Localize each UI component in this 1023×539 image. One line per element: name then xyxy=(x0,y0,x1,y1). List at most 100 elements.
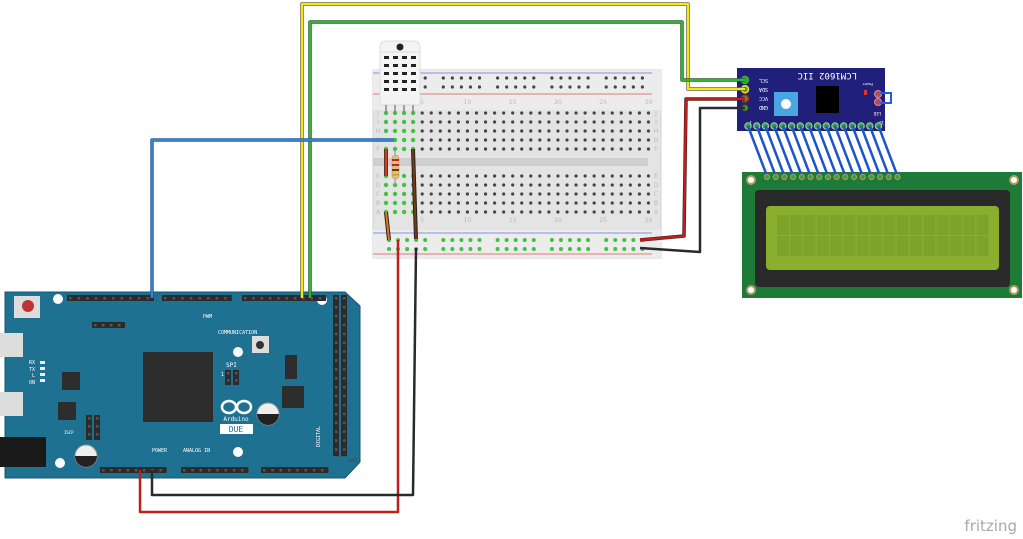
header-pin[interactable] xyxy=(343,305,346,309)
breadboard-hole[interactable] xyxy=(438,174,442,178)
breadboard-hole[interactable] xyxy=(493,129,497,133)
breadboard-hole[interactable] xyxy=(529,210,533,214)
breadboard-hole[interactable] xyxy=(465,183,470,187)
rail-hole[interactable] xyxy=(441,238,446,242)
breadboard-hole[interactable] xyxy=(637,129,642,133)
breadboard-hole[interactable] xyxy=(438,138,442,142)
header-pin[interactable] xyxy=(343,430,346,434)
rail-hole[interactable] xyxy=(559,76,563,80)
breadboard-hole[interactable] xyxy=(465,111,470,115)
breadboard-hole[interactable] xyxy=(493,174,497,178)
breadboard-hole[interactable] xyxy=(520,201,524,205)
breadboard-hole[interactable] xyxy=(646,138,651,142)
rail-hole[interactable] xyxy=(631,76,635,80)
breadboard-hole[interactable] xyxy=(410,137,416,143)
breadboard-hole[interactable] xyxy=(483,147,488,151)
breadboard-hole[interactable] xyxy=(438,210,442,214)
breadboard-hole[interactable] xyxy=(429,111,433,115)
breadboard-hole[interactable] xyxy=(483,201,488,205)
rail-hole[interactable] xyxy=(586,247,591,251)
breadboard-hole[interactable] xyxy=(420,111,424,115)
rail-hole[interactable] xyxy=(513,238,518,242)
breadboard-hole[interactable] xyxy=(456,201,460,205)
header-pin[interactable] xyxy=(335,430,338,434)
breadboard-hole[interactable] xyxy=(520,138,524,142)
breadboard-hole[interactable] xyxy=(420,192,424,196)
header-pin[interactable] xyxy=(343,332,346,336)
breadboard-hole[interactable] xyxy=(420,174,424,178)
header-pin[interactable] xyxy=(343,314,346,318)
header-pin[interactable] xyxy=(216,469,219,472)
breadboard-hole[interactable] xyxy=(447,147,451,151)
breadboard-hole[interactable] xyxy=(483,183,488,187)
lcd-connection-wire[interactable] xyxy=(755,125,777,177)
breadboard-hole[interactable] xyxy=(583,192,587,196)
rail-hole[interactable] xyxy=(577,247,582,251)
breadboard-hole[interactable] xyxy=(520,192,524,196)
header-pin[interactable] xyxy=(335,386,338,389)
breadboard-hole[interactable] xyxy=(610,120,614,124)
breadboard-hole[interactable] xyxy=(601,120,605,124)
breadboard-hole[interactable] xyxy=(529,174,533,178)
breadboard-hole[interactable] xyxy=(547,129,551,133)
lcd-connection-wire[interactable] xyxy=(842,125,864,177)
breadboard-hole[interactable] xyxy=(438,129,442,133)
breadboard-hole[interactable] xyxy=(574,192,578,196)
breadboard-hole[interactable] xyxy=(447,210,451,214)
breadboard-hole[interactable] xyxy=(646,120,651,124)
breadboard-hole[interactable] xyxy=(493,183,497,187)
breadboard-hole[interactable] xyxy=(420,201,424,205)
header-pin[interactable] xyxy=(279,469,283,472)
lcd-pin[interactable] xyxy=(824,173,832,181)
breadboard-hole[interactable] xyxy=(619,120,623,124)
wire-gnd[interactable] xyxy=(150,247,418,497)
rail-hole[interactable] xyxy=(450,85,454,89)
lcd-pin[interactable] xyxy=(850,173,858,181)
breadboard-hole[interactable] xyxy=(538,129,542,133)
rail-hole[interactable] xyxy=(450,238,455,242)
breadboard-hole[interactable] xyxy=(474,129,479,133)
breadboard-hole[interactable] xyxy=(511,192,515,196)
lcd-connection-wire[interactable] xyxy=(764,125,786,177)
breadboard-hole[interactable] xyxy=(628,174,632,178)
header-pin[interactable] xyxy=(343,394,346,398)
header-pin[interactable] xyxy=(88,417,91,420)
breadboard-hole[interactable] xyxy=(483,120,488,124)
breadboard-hole[interactable] xyxy=(547,174,551,178)
lcd-connection-wire[interactable] xyxy=(833,125,856,177)
breadboard-hole[interactable] xyxy=(429,192,433,196)
header-pin[interactable] xyxy=(241,469,244,472)
breadboard-hole[interactable] xyxy=(556,120,560,124)
rail-hole[interactable] xyxy=(568,238,572,242)
breadboard-hole[interactable] xyxy=(456,192,460,196)
rail-hole[interactable] xyxy=(622,247,627,251)
header-pin[interactable] xyxy=(321,469,324,472)
breadboard-hole[interactable] xyxy=(601,111,605,115)
breadboard-hole[interactable] xyxy=(592,111,596,115)
breadboard-hole[interactable] xyxy=(646,174,651,178)
header-pin[interactable] xyxy=(335,297,338,300)
breadboard-hole[interactable] xyxy=(474,210,479,214)
breadboard-hole[interactable] xyxy=(420,183,424,187)
rail-hole[interactable] xyxy=(450,76,454,80)
breadboard-hole[interactable] xyxy=(383,119,389,125)
header-pin[interactable] xyxy=(277,297,280,300)
rail-hole[interactable] xyxy=(495,238,500,242)
rail-hole[interactable] xyxy=(505,76,509,80)
header-pin[interactable] xyxy=(232,469,236,472)
breadboard-hole[interactable] xyxy=(401,182,407,188)
wire-vcc-lcd[interactable] xyxy=(639,97,745,242)
breadboard-hole[interactable] xyxy=(420,138,424,142)
breadboard-hole[interactable] xyxy=(610,138,614,142)
lcd-connection-wire[interactable] xyxy=(825,125,847,177)
rail-hole[interactable] xyxy=(577,238,582,242)
rail-hole[interactable] xyxy=(613,76,617,80)
lcd-connection-wire[interactable] xyxy=(790,125,812,177)
breadboard-hole[interactable] xyxy=(637,147,642,151)
lcd-pin[interactable] xyxy=(816,173,823,181)
lcd-pin[interactable] xyxy=(842,173,849,181)
lcd-pin[interactable] xyxy=(790,173,797,181)
header-pin[interactable] xyxy=(88,425,91,428)
breadboard-hole[interactable] xyxy=(583,174,587,178)
breadboard-hole[interactable] xyxy=(483,174,488,178)
